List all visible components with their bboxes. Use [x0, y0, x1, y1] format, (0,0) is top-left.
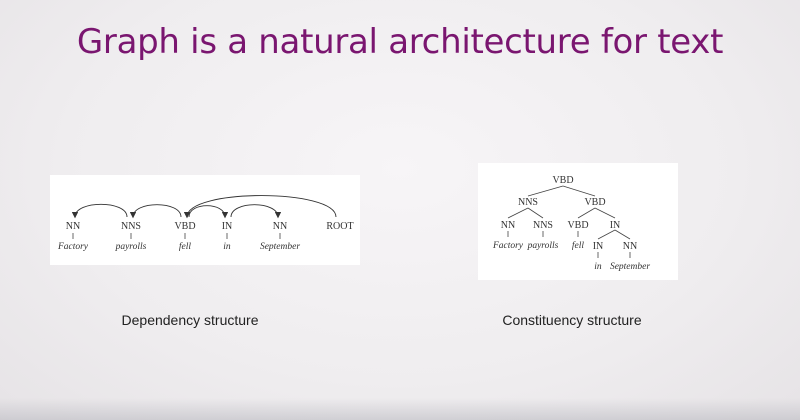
tree-node-nn: NN	[501, 220, 515, 231]
tree-edge	[527, 207, 544, 219]
dep-arc	[71, 203, 128, 219]
tree-node-in-phrase: IN	[610, 220, 621, 231]
tree-node-nns-phrase: NNS	[518, 197, 538, 208]
dep-tag-in: IN	[222, 221, 233, 232]
tree-edge	[507, 207, 529, 219]
dep-word-in: in	[223, 242, 231, 252]
tree-word-september: September	[610, 262, 650, 272]
dep-arc	[188, 205, 229, 219]
tree-word-in: in	[594, 262, 602, 272]
dep-tag-nn: NN	[66, 221, 80, 232]
slide-title: Graph is a natural architecture for text	[76, 22, 724, 62]
tree-node-nn-2: NN	[623, 241, 637, 252]
tree-edge	[614, 229, 631, 240]
tree-word-payrolls: payrolls	[527, 241, 559, 251]
dep-tag-vbd: VBD	[174, 221, 195, 232]
dependency-diagram-canvas: NN Factory NNS payrolls VBD fell IN in NN Septemb…	[57, 195, 354, 252]
tree-edge	[594, 207, 616, 219]
dep-arc	[183, 195, 337, 219]
dep-word-fell: fell	[179, 241, 191, 252]
constituency-tree: VBD NNS VBD NN NNS VBD IN IN NN Factory …	[492, 175, 650, 272]
dep-arc	[129, 204, 182, 219]
dep-word-september: September	[260, 242, 300, 252]
tree-node-vbd: VBD	[567, 220, 588, 231]
constituency-diagram: VBD NNS VBD NN NNS VBD IN IN NN Factory …	[478, 163, 678, 280]
tree-node-in: IN	[593, 241, 604, 252]
dep-word-factory: Factory	[57, 242, 89, 252]
dep-tag-nns: NNS	[121, 221, 141, 232]
tree-edge	[597, 229, 616, 240]
bottom-shade	[0, 398, 800, 420]
tree-node-nns: NNS	[533, 220, 553, 231]
dependency-diagram: NN Factory NNS payrolls VBD fell IN in NN Septemb…	[50, 175, 360, 265]
tree-word-factory: Factory	[492, 241, 524, 251]
tree-edge	[527, 185, 564, 197]
tree-node-vbd-phrase: VBD	[584, 197, 605, 208]
dep-word-payrolls: payrolls	[115, 242, 147, 252]
dependency-caption: Dependency structure	[121, 312, 259, 328]
constituency-caption: Constituency structure	[502, 312, 642, 328]
tree-node-root: VBD	[552, 175, 573, 186]
dep-tag-nn: NN	[273, 221, 287, 232]
tree-edge	[562, 185, 596, 197]
dep-arc	[230, 204, 282, 219]
tree-word-fell: fell	[572, 240, 584, 251]
tree-edge	[577, 207, 596, 219]
dep-tag-root: ROOT	[326, 221, 353, 232]
